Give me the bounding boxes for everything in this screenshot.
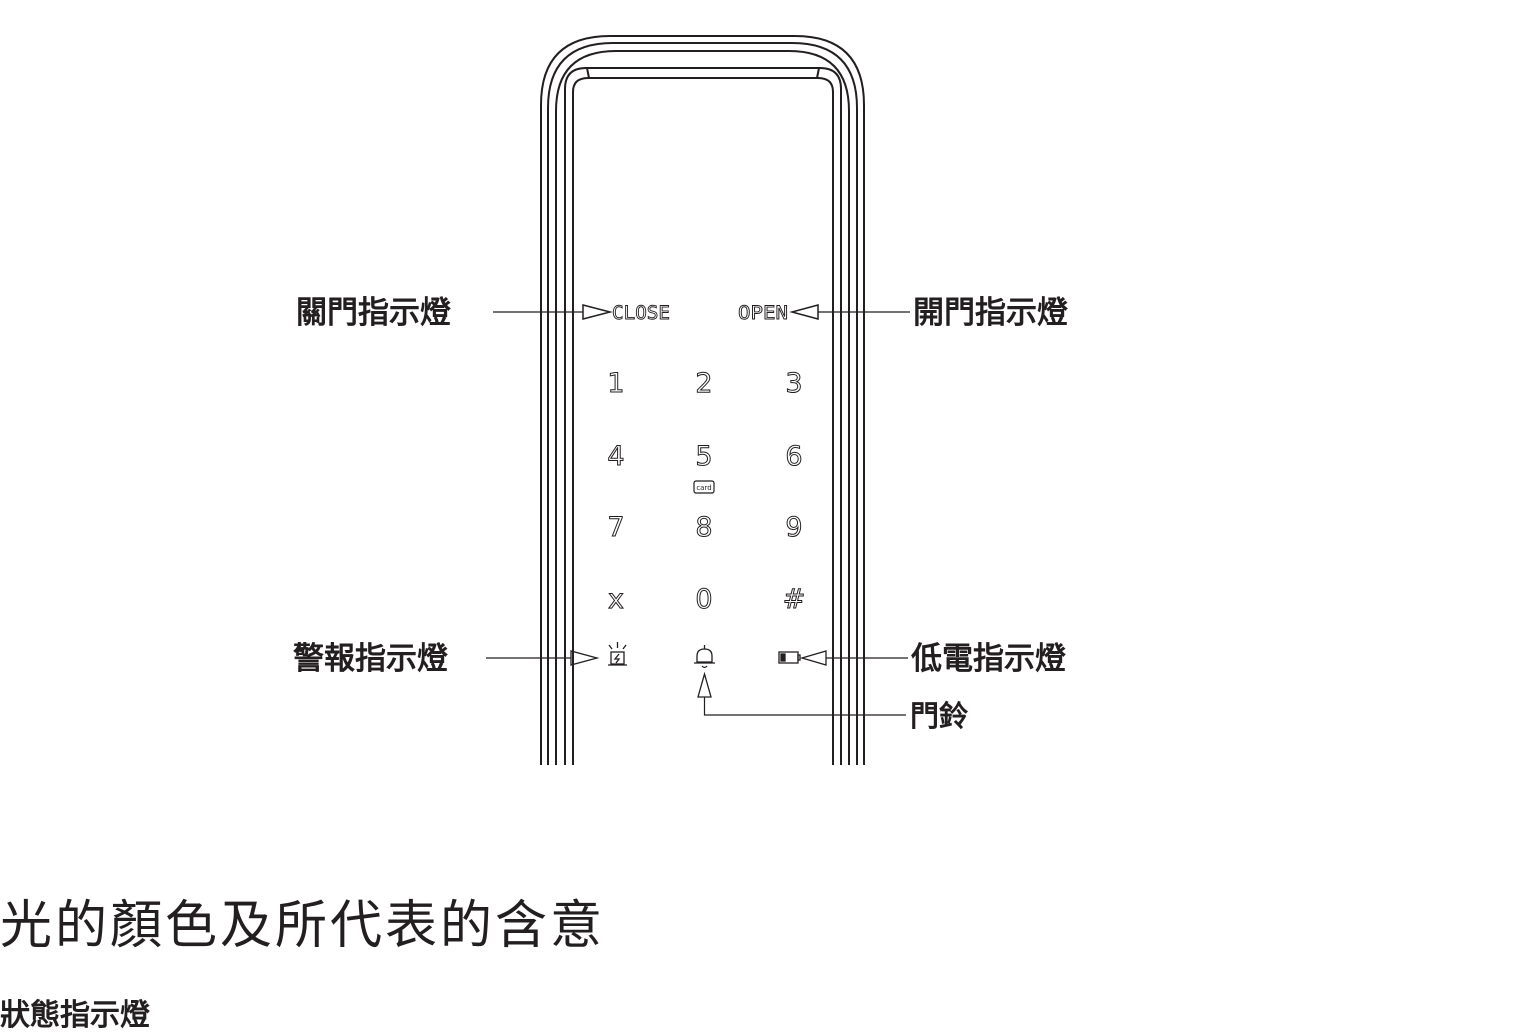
close-indicator-label: 關門指示燈 [296,295,451,331]
doorbell-label: 門鈴 [910,699,969,733]
battery-arrow-icon [799,650,827,666]
lock-body-outline [540,35,865,765]
section-subheading: 狀態指示燈 [0,998,150,1033]
key-1[interactable]: 1 [607,368,625,400]
key-7[interactable]: 7 [607,512,625,544]
alarm-indicator [570,642,627,666]
section-heading: 光的顏色及所代表的含意 [0,896,606,956]
close-indicator-text: CLOSE [612,302,670,324]
open-indicator-label: 開門指示燈 [913,295,1068,331]
doorbell-arrow-icon [697,671,712,698]
key-9[interactable]: 9 [785,512,803,544]
low-battery-indicator [778,650,827,666]
keypad: 1 2 3 4 5 6 card 7 8 9 x 0 # [607,368,806,616]
key-x[interactable]: x [608,584,625,616]
doorbell-indicator [694,645,715,698]
key-8[interactable]: 8 [695,512,713,544]
key-2[interactable]: 2 [695,368,713,400]
key-6[interactable]: 6 [785,441,803,473]
open-arrow-icon [789,304,819,320]
alarm-indicator-label: 警報指示燈 [293,641,448,677]
open-indicator-text: OPEN [738,302,788,324]
alarm-light-icon [608,642,627,666]
key-5[interactable]: 5 [695,441,713,473]
open-indicator: OPEN [738,302,819,324]
doorbell-leader-line [703,697,906,716]
key-0[interactable]: 0 [695,584,713,616]
close-arrow-icon [582,304,613,320]
door-lock-diagram: CLOSE OPEN 1 2 3 4 5 6 card 7 8 9 x 0 # [293,35,1068,765]
key-hash[interactable]: # [782,584,806,616]
low-battery-indicator-label: 低電指示燈 [910,641,1066,677]
close-indicator: CLOSE [582,302,670,324]
bell-icon [694,645,715,669]
card-reader-icon: card [693,480,715,494]
key-4[interactable]: 4 [607,441,625,473]
alarm-arrow-icon [570,650,600,666]
card-reader-text: card [696,484,711,492]
key-3[interactable]: 3 [785,368,803,400]
leader-lines [486,311,910,716]
battery-icon [778,651,801,664]
